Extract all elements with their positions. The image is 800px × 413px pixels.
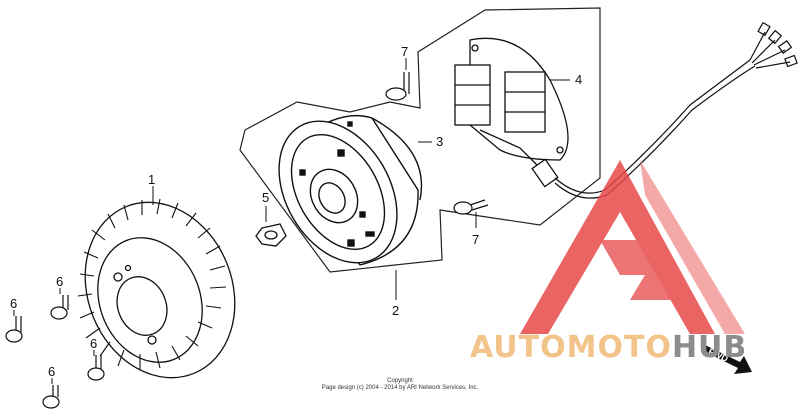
callout-2: 2 [392, 303, 399, 318]
bolt-6-b [5, 316, 23, 343]
callout-4: 4 [575, 72, 582, 87]
callout-3: 3 [436, 134, 443, 149]
assembly-bracket [239, 7, 601, 273]
watermark-text-part2: HUB [671, 330, 748, 365]
bolt-6-c [87, 355, 105, 381]
rotor [278, 114, 423, 266]
callout-7-a: 7 [401, 44, 408, 59]
callout-1: 1 [148, 172, 155, 187]
callout-6-b: 6 [10, 296, 17, 311]
copyright-line-1: Copyright [387, 378, 413, 384]
bolt-7-lower [453, 199, 489, 215]
watermark-text-part1: AUTOMOTO [470, 330, 672, 365]
copyright-line-2: Page design (c) 2004 - 2014 by ARI Netwo… [321, 385, 479, 391]
callout-7-b: 7 [472, 232, 479, 247]
callout-6-a: 6 [56, 274, 63, 289]
copyright-notice: Copyright Page design (c) 2004 - 2014 by… [0, 378, 800, 392]
bolt-6-a [50, 295, 69, 320]
bolt-7-upper [385, 72, 410, 101]
flywheel-fan [77, 198, 236, 379]
nut-5 [255, 223, 287, 247]
callout-6-c: 6 [90, 336, 97, 351]
stator [454, 37, 569, 188]
callout-6-d: 6 [48, 364, 55, 379]
bolt-6-d [42, 385, 60, 409]
watermark-logo-icon [520, 160, 745, 334]
watermark-text: AUTOMOTOHUB [470, 330, 747, 365]
callout-5: 5 [262, 190, 269, 205]
leader-lines [13, 58, 570, 384]
wire-harness [554, 21, 798, 199]
